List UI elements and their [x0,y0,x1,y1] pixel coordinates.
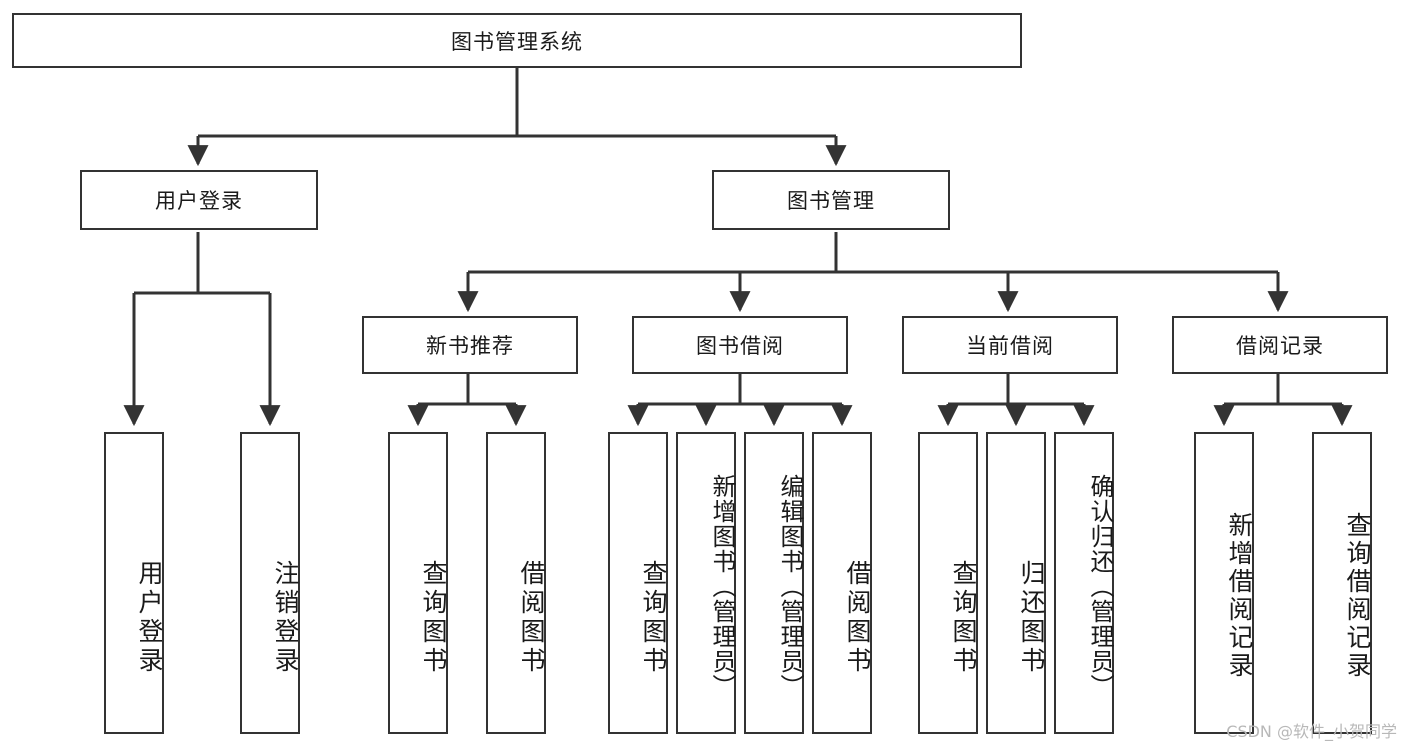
node-book-borrow[interactable]: 图书借阅 [632,316,848,374]
leaf-user-login[interactable]: 用户登录 [104,432,164,734]
node-new-book-recommend[interactable]: 新书推荐 [362,316,578,374]
node-label: 借阅图书 [517,560,546,676]
leaf-borrow-query-book[interactable]: 查询图书 [608,432,668,734]
leaf-record-add-record[interactable]: 新增借阅记录 [1194,432,1254,734]
node-label: 借阅图书 [843,560,872,676]
leaf-current-return-book[interactable]: 归还图书 [986,432,1046,734]
node-label: 图书借阅 [696,334,784,358]
node-label: 用户登录 [135,560,164,676]
node-label: 新书推荐 [426,334,514,358]
watermark-text: CSDN @软件_小贺同学 [1226,722,1397,741]
node-borrow-record[interactable]: 借阅记录 [1172,316,1388,374]
node-label: 用户登录 [155,189,243,213]
node-label: 查询借阅记录 [1343,512,1372,680]
node-current-borrow[interactable]: 当前借阅 [902,316,1118,374]
leaf-user-logout[interactable]: 注销登录 [240,432,300,734]
node-book-management[interactable]: 图书管理 [712,170,950,230]
node-label: 查询图书 [639,560,668,676]
node-label: 查询图书 [419,560,448,676]
leaf-newbook-query-book[interactable]: 查询图书 [388,432,448,734]
node-label: 当前借阅 [966,334,1054,358]
leaf-current-query-book[interactable]: 查询图书 [918,432,978,734]
node-label: 查询图书 [949,560,978,676]
node-label: 图书管理系统 [451,29,583,54]
node-label: 注销登录 [271,560,300,676]
leaf-record-query-record[interactable]: 查询借阅记录 [1312,432,1372,734]
node-label: 编辑图书（管理员） [776,473,804,699]
node-user-login[interactable]: 用户登录 [80,170,318,230]
leaf-borrow-add-book-admin[interactable]: 新增图书（管理员） [676,432,736,734]
node-label: 新增图书（管理员） [708,473,736,699]
node-label: 确认归还（管理员） [1086,473,1114,699]
node-label: 借阅记录 [1236,334,1324,358]
node-label: 新增借阅记录 [1225,512,1254,680]
node-label: 归还图书 [1017,560,1046,676]
leaf-current-confirm-return-admin[interactable]: 确认归还（管理员） [1054,432,1114,734]
leaf-borrow-lend-book[interactable]: 借阅图书 [812,432,872,734]
node-label: 图书管理 [787,189,875,213]
leaf-borrow-edit-book-admin[interactable]: 编辑图书（管理员） [744,432,804,734]
node-root-book-management-system[interactable]: 图书管理系统 [12,13,1022,68]
leaf-newbook-borrow-book[interactable]: 借阅图书 [486,432,546,734]
